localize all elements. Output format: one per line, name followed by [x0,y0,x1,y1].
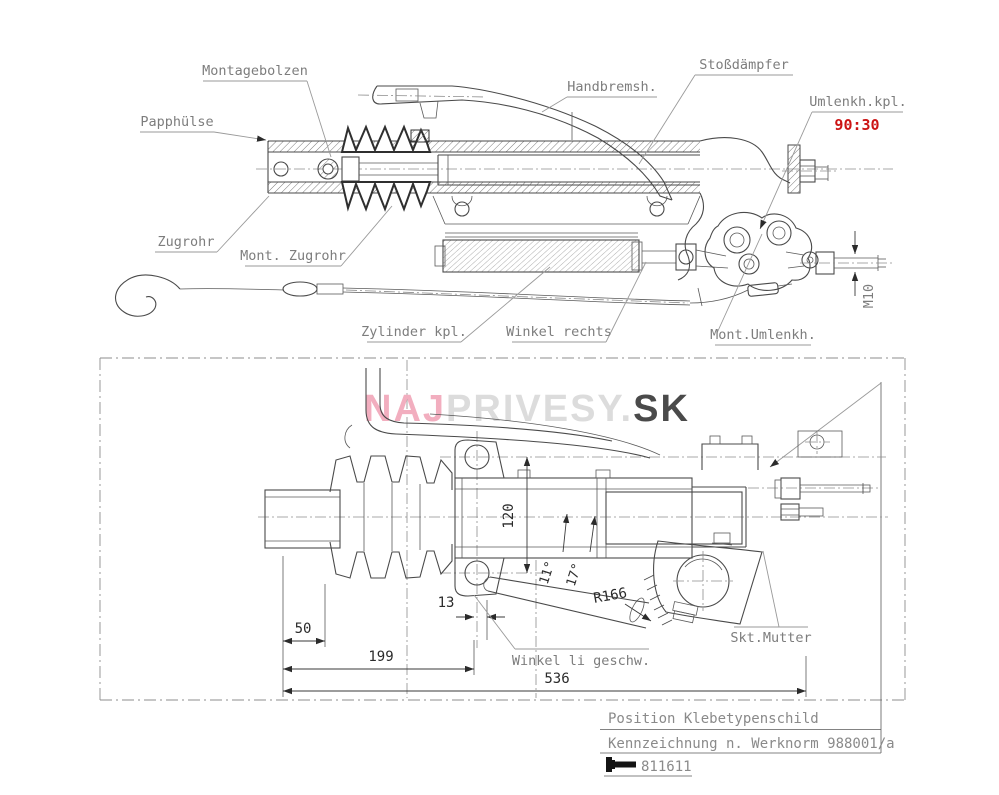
dim-120: 120 [501,503,517,528]
sheet-frame [99,357,906,753]
callout-handbremse: Handbremsh. [567,79,656,95]
hatch-ticks [643,574,673,626]
plan-stub-tube [264,489,341,549]
drawbar-tube [267,140,700,194]
rubber-bellows [340,124,432,212]
dim-536: 536 [544,671,569,687]
bolt-icon [606,757,636,772]
callout-zylinder: Zylinder kpl. [361,324,467,340]
dim-angle-11: 11° [537,559,559,586]
callout-winkel-rechts: Winkel rechts [506,324,612,340]
title-block-position: Position Klebetypenschild [608,711,819,727]
dim-angle-17: 17° [564,561,586,588]
plan-housing [454,430,843,597]
breakaway-cable [115,274,793,317]
dim-13: 13 [438,595,455,611]
callout-stossdaempfer: Stoßdämpfer [699,57,788,73]
angle-plate [483,576,650,629]
watermark-sk: SK [633,388,690,430]
plan-bellows [329,455,453,579]
callout-mont-umlenkhebel: Mont.Umlenkh. [710,327,816,343]
reverse-lever-housing [677,137,819,291]
mounting-bolt [317,156,438,182]
plan-threaded-rod [774,477,871,521]
top-view-drawing: Montagebolzen Papphülse Handbremsh. Stoß… [115,57,907,346]
callout-mont-zugrohr: Mont. Zugrohr [240,248,346,264]
bottom-view-drawing: NAJPRIVESY.SK [99,357,906,753]
bottom-view-callouts: Winkel li geschw. Skt.Mutter [473,550,812,669]
title-block-kennzeichnung: Kennzeichnung n. Werknorm 988001/a [608,736,895,752]
callout-skt-mutter: Skt.Mutter [730,630,811,646]
ball-coupling [629,532,763,626]
dim-50: 50 [295,621,312,637]
title-block-part-number: 811611 [641,759,692,775]
dim-r166: R166 [592,585,628,607]
ratio-value: 90:30 [834,116,879,134]
title-block: Position Klebetypenschild Kennzeichnung … [600,711,895,777]
top-view-callouts: Montagebolzen Papphülse Handbremsh. Stoß… [140,57,907,346]
callout-winkel-li: Winkel li geschw. [512,653,650,669]
brake-cylinder [434,232,729,273]
watermark-privesy: PRIVESY. [446,388,633,430]
dim-199: 199 [368,649,393,665]
m10-rod [800,231,893,296]
dimensions: 50 199 536 13 120 R166 11° 17° [282,457,807,697]
pivot-bolt [782,144,836,194]
shock-absorber-body [437,154,700,186]
callout-montagebolzen: Montagebolzen [202,63,308,79]
callout-m10: M10 [861,284,877,308]
callout-zugrohr: Zugrohr [158,234,215,250]
callout-papphuelse: Papphülse [140,114,213,130]
callout-umlenkhebel: Umlenkh.kpl. [809,94,907,110]
tube-bracket-rollers [432,195,701,225]
handbrake-lever [357,85,673,201]
plan-handbrake-lever [344,368,661,459]
